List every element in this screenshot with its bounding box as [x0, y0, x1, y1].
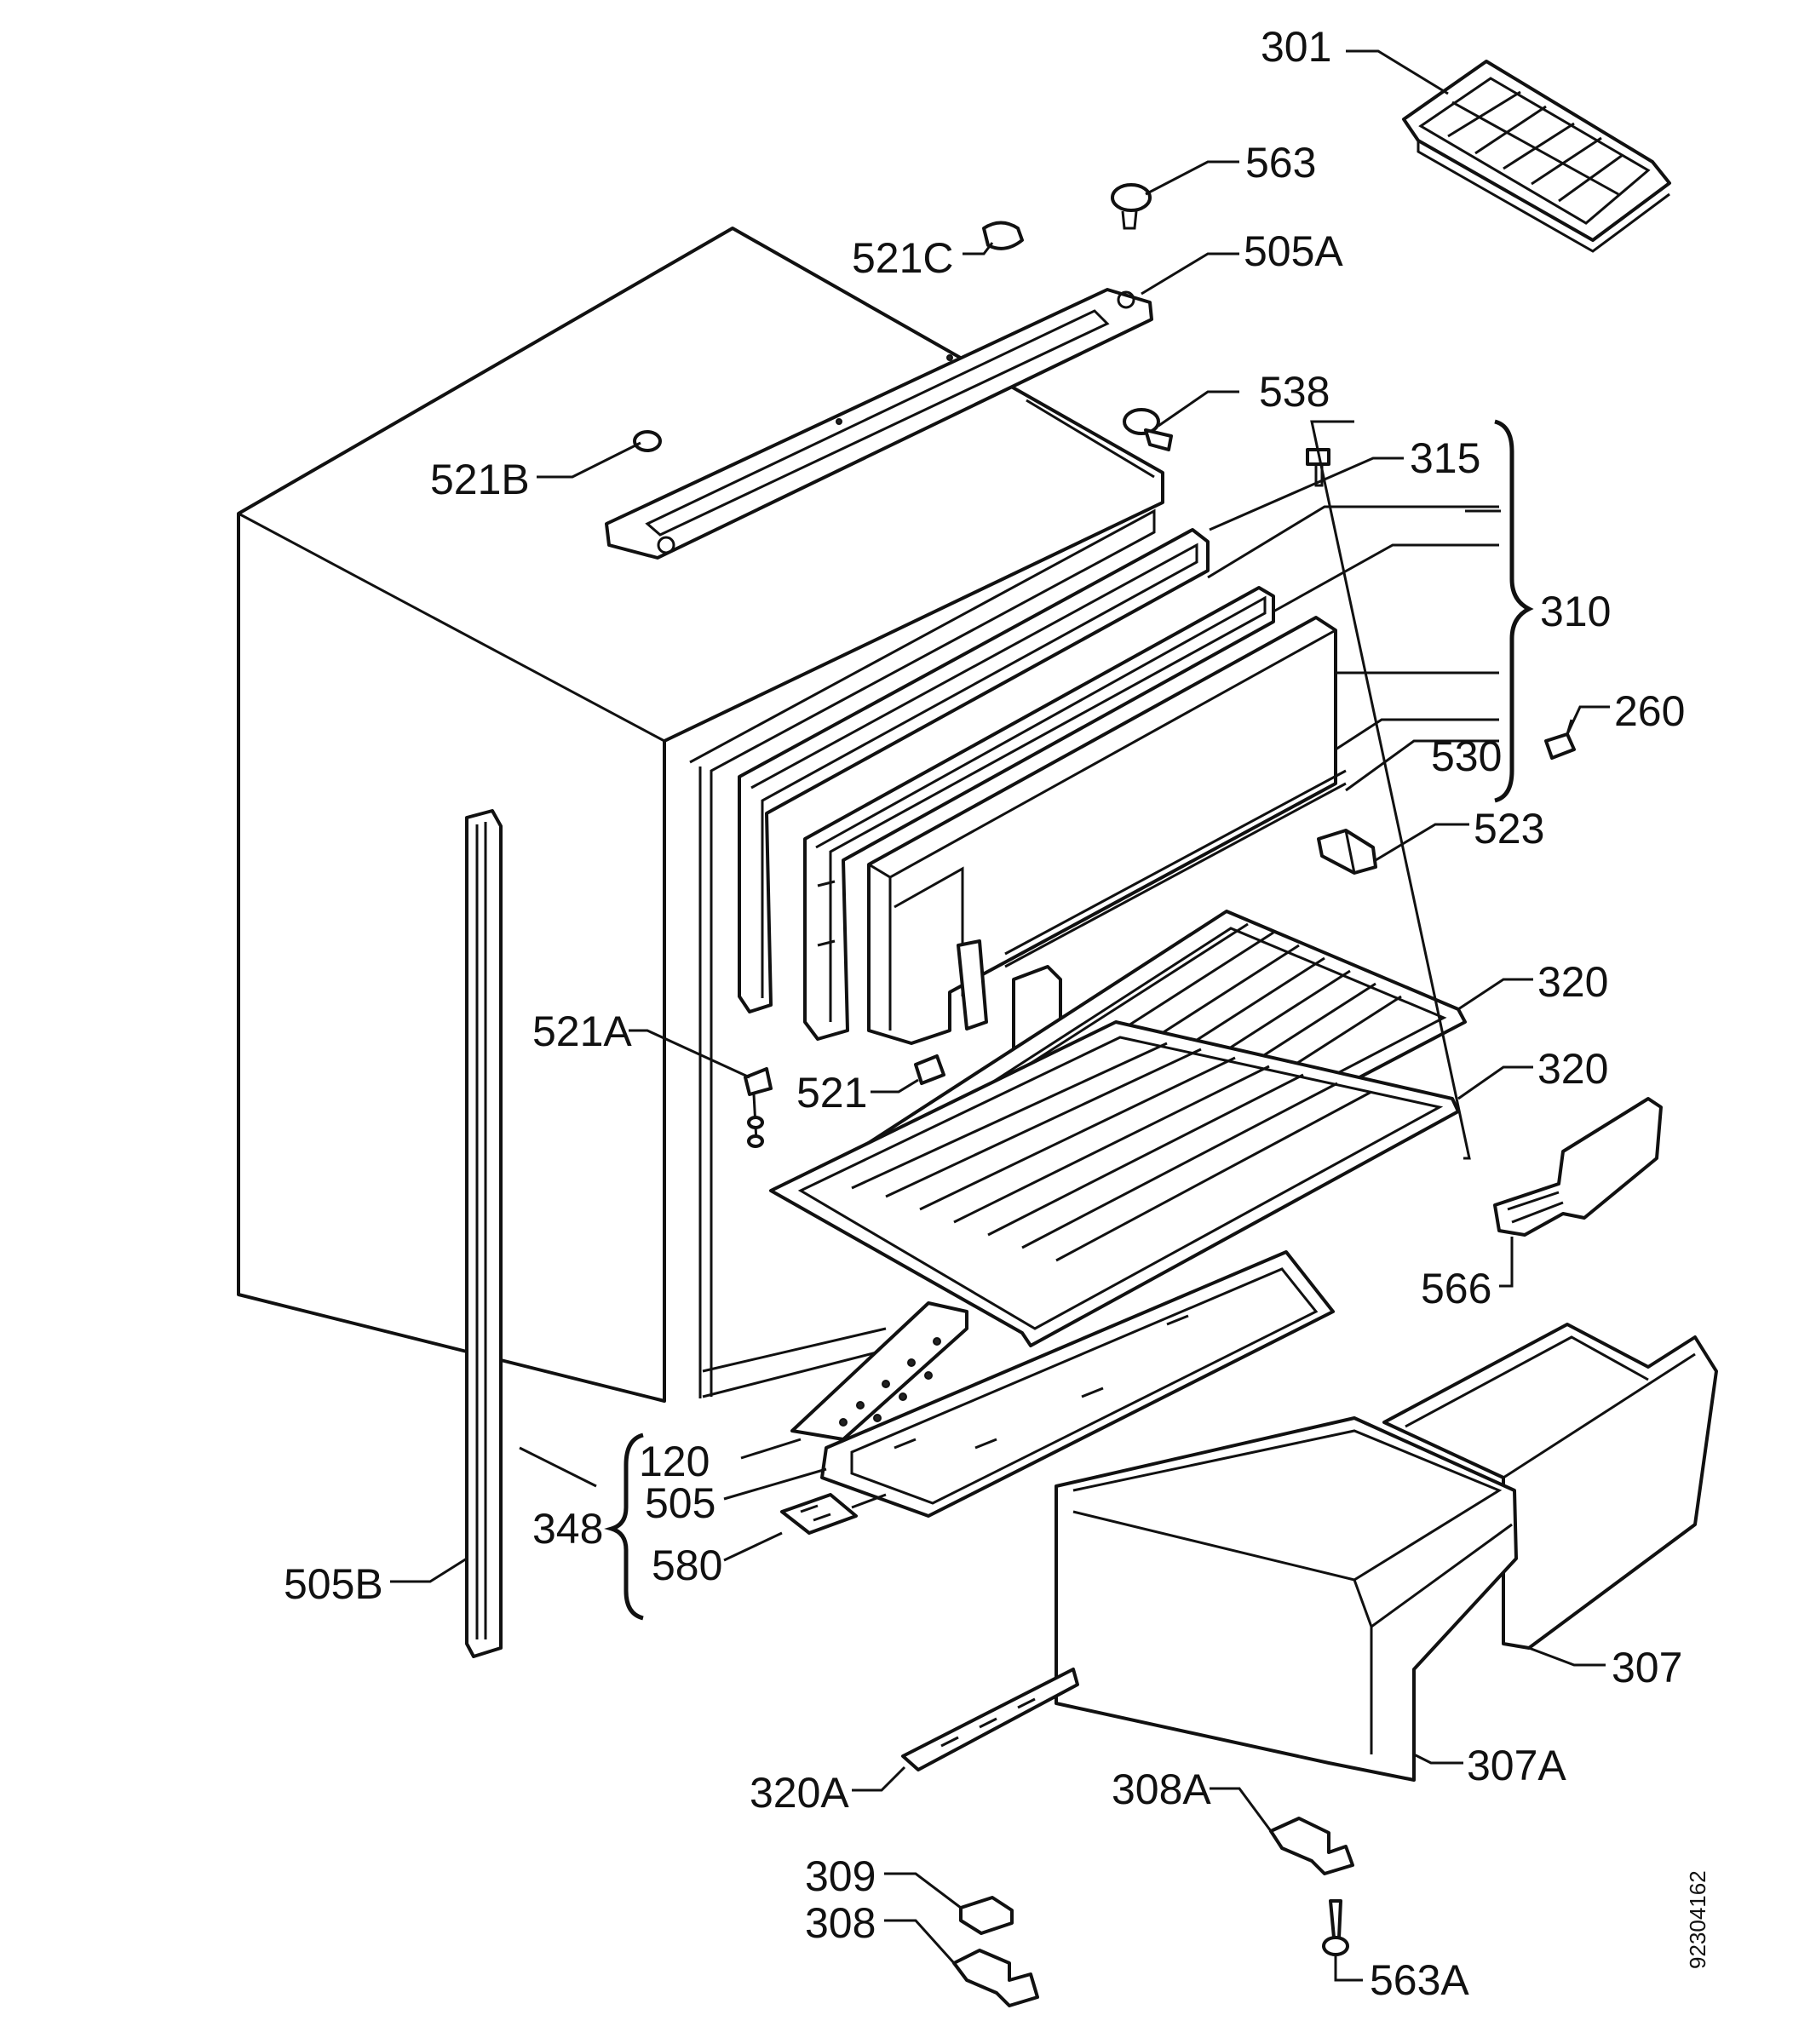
- brace-310: [1494, 419, 1534, 803]
- callout-301: 301: [1261, 23, 1331, 71]
- door-strip-530: [1004, 769, 1347, 968]
- drawer-rail: [901, 1668, 1079, 1771]
- top-trim-rail: [605, 288, 1153, 560]
- callout-580: 580: [652, 1542, 722, 1589]
- callout-310: 310: [1540, 588, 1611, 635]
- callout-320a: 320A: [750, 1769, 849, 1817]
- scraper: [1493, 1097, 1663, 1237]
- document-number: 92304162: [1685, 1870, 1710, 1969]
- callout-521: 521: [796, 1069, 867, 1117]
- callout-307: 307: [1612, 1644, 1682, 1691]
- door-inner-frame: [803, 586, 1275, 1041]
- side-trim-strip: [465, 809, 503, 1658]
- brace-348: [604, 1433, 644, 1621]
- callout-505a: 505A: [1244, 227, 1343, 275]
- clip-521a: [744, 1067, 773, 1148]
- callout-505b: 505B: [284, 1560, 383, 1608]
- callout-523: 523: [1474, 805, 1544, 853]
- callout-120: 120: [639, 1438, 710, 1485]
- hinge-538: [1123, 408, 1173, 451]
- vent-plate: [790, 1301, 968, 1441]
- callout-530: 530: [1431, 732, 1502, 780]
- cap-521c: [982, 221, 1024, 250]
- screw-315: [1306, 448, 1330, 487]
- callout-566: 566: [1421, 1265, 1491, 1312]
- callout-307a: 307A: [1467, 1742, 1566, 1789]
- callout-320-lower: 320: [1537, 1045, 1608, 1093]
- callout-308: 308: [805, 1899, 876, 1947]
- callout-320-upper: 320: [1537, 958, 1608, 1006]
- leader-lines: [390, 49, 1610, 1982]
- shelf-lower: [769, 1020, 1460, 1347]
- door-gasket: [738, 528, 1210, 1013]
- bracket-308a: [1269, 1817, 1354, 1875]
- callout-521c: 521C: [852, 234, 954, 282]
- callout-308a: 308A: [1112, 1766, 1211, 1813]
- screw-563a: [1322, 1899, 1349, 1956]
- callout-521b: 521B: [430, 456, 530, 503]
- block-521: [914, 1054, 945, 1085]
- callout-309: 309: [805, 1852, 876, 1900]
- door-panel: [867, 616, 1337, 1045]
- callout-348: 348: [532, 1505, 603, 1553]
- hinge-523: [1317, 829, 1377, 875]
- callout-563a: 563A: [1370, 1956, 1469, 2004]
- glass-plate: [820, 1250, 1335, 1518]
- callout-260: 260: [1614, 687, 1685, 735]
- ice-tray: [1402, 60, 1671, 253]
- callout-labels: 301 563 521C 505A 538 521B 315 310 260 5…: [284, 23, 1685, 2004]
- bracket-308: [952, 1949, 1039, 2007]
- block-309: [959, 1896, 1014, 1935]
- callout-538: 538: [1259, 368, 1330, 416]
- callout-505: 505: [645, 1479, 715, 1527]
- callout-563: 563: [1245, 139, 1316, 187]
- screw-563: [1111, 183, 1152, 230]
- drawer-307a: [1055, 1416, 1518, 1782]
- callout-521a: 521A: [532, 1008, 632, 1055]
- plug-521b: [633, 430, 662, 452]
- clip-260: [1544, 719, 1576, 760]
- callout-315: 315: [1410, 434, 1480, 482]
- plate-580: [780, 1493, 887, 1535]
